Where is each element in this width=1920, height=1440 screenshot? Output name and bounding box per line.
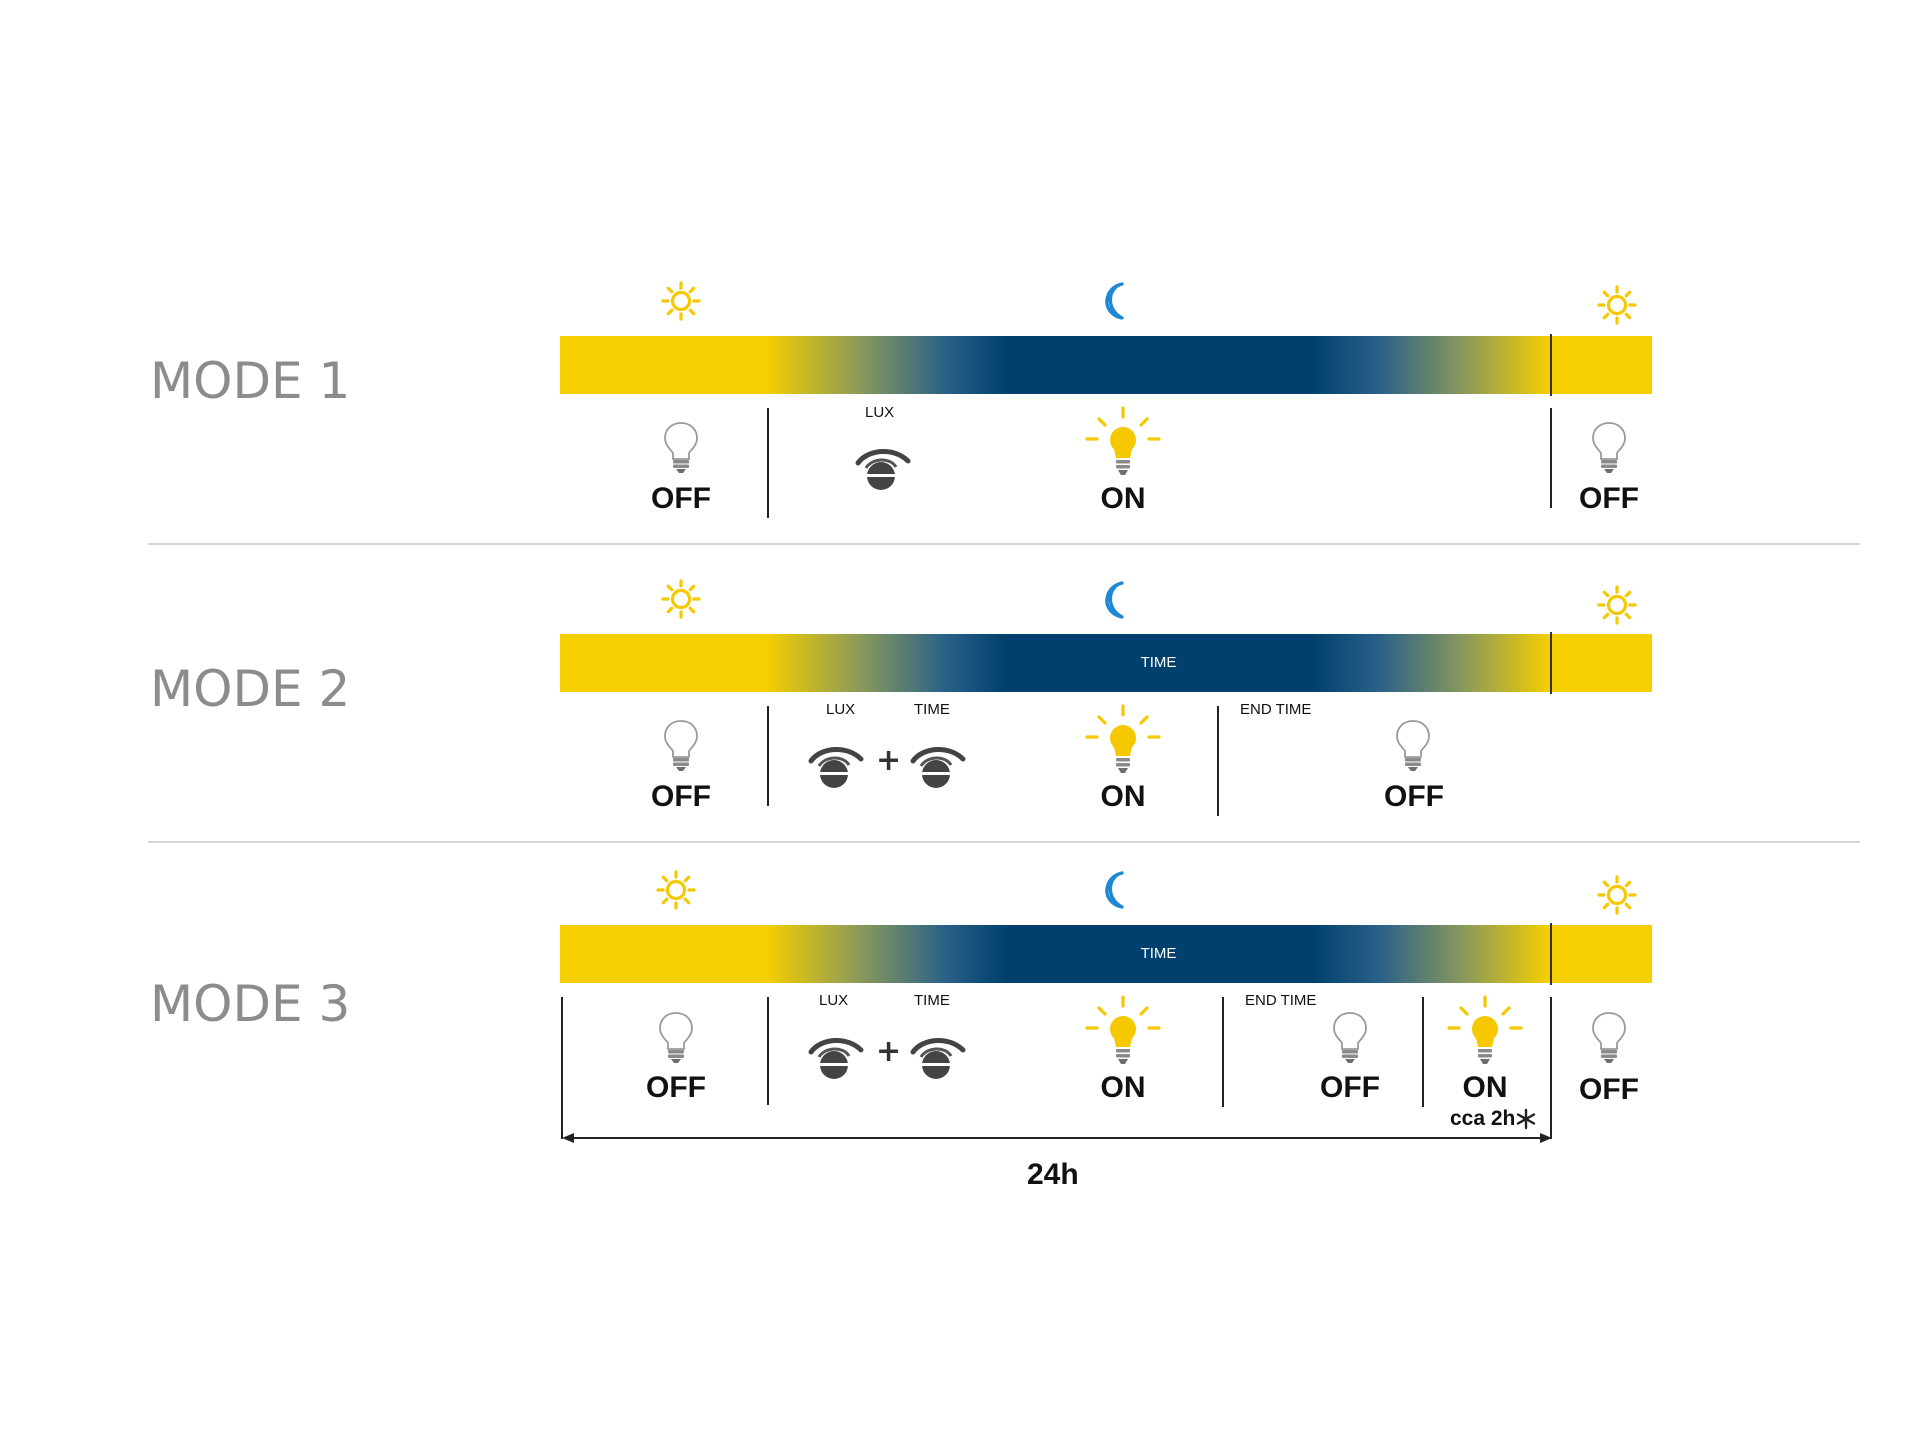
moon-icon — [1100, 281, 1130, 321]
bulb-off-icon — [1589, 420, 1629, 476]
light-sensor-icon — [805, 1032, 865, 1082]
divider — [1550, 408, 1552, 508]
mode-separator — [148, 543, 1860, 545]
state-off: OFF — [1579, 482, 1639, 515]
state-on: ON — [1462, 1071, 1508, 1104]
state-off: OFF — [651, 482, 711, 515]
end-time-label: END TIME — [1245, 992, 1317, 1009]
time-label: TIME — [914, 701, 950, 718]
sun-icon — [1597, 875, 1637, 915]
total-duration-label: 24h — [1027, 1158, 1079, 1191]
day-night-bar: TIME — [560, 923, 1652, 985]
state-off: OFF — [651, 780, 711, 813]
sun-icon — [1597, 585, 1637, 625]
asterisk-icon — [1516, 1108, 1536, 1130]
lux-label: LUX — [826, 701, 856, 718]
lux-label: LUX — [865, 404, 895, 421]
state-off: OFF — [1320, 1071, 1380, 1104]
divider — [1222, 997, 1224, 1107]
sun-icon — [1597, 285, 1637, 325]
state-on: ON — [1100, 1071, 1146, 1104]
duration-note: cca 2h — [1450, 1107, 1516, 1130]
end-time-label: END TIME — [1240, 701, 1312, 718]
divider — [561, 997, 563, 1139]
plus-sign: + — [876, 743, 902, 778]
divider — [1422, 997, 1424, 1107]
bulb-off-icon — [656, 1010, 696, 1066]
bulb-off-icon — [1393, 718, 1433, 774]
divider — [767, 408, 769, 518]
state-on: ON — [1100, 482, 1146, 515]
state-off: OFF — [1579, 1073, 1639, 1106]
bulb-off-icon — [661, 718, 701, 774]
bulb-off-icon — [661, 420, 701, 476]
bulb-on-icon — [1445, 994, 1525, 1074]
mode-1-label: MODE 1 — [150, 352, 351, 410]
bulb-off-icon — [1330, 1010, 1370, 1066]
light-sensor-icon — [852, 443, 912, 493]
sun-icon — [656, 870, 696, 910]
state-on: ON — [1100, 780, 1146, 813]
day-night-bar — [560, 334, 1652, 396]
day-night-bar: TIME — [560, 632, 1652, 694]
bulb-on-icon — [1083, 703, 1163, 783]
state-off: OFF — [646, 1071, 706, 1104]
moon-icon — [1100, 580, 1130, 620]
light-sensor-icon — [805, 741, 865, 791]
sunrise-marker — [1550, 632, 1552, 694]
state-off: OFF — [1384, 780, 1444, 813]
bar-time-label: TIME — [1140, 945, 1177, 962]
duration-arrow — [562, 1133, 1552, 1143]
timer-sensor-icon — [907, 1032, 967, 1082]
mode-3-label: MODE 3 — [150, 975, 351, 1033]
divider — [1550, 997, 1552, 1139]
bar-time-label: TIME — [1140, 654, 1177, 671]
plus-sign: + — [876, 1034, 902, 1069]
mode-separator — [148, 841, 1860, 843]
lux-label: LUX — [819, 992, 849, 1009]
timer-sensor-icon — [907, 741, 967, 791]
divider — [1217, 706, 1219, 816]
divider — [767, 997, 769, 1105]
mode-2-label: MODE 2 — [150, 660, 351, 718]
sunrise-marker — [1550, 923, 1552, 985]
time-label: TIME — [914, 992, 950, 1009]
sunrise-marker — [1550, 334, 1552, 396]
bulb-off-icon — [1589, 1010, 1629, 1066]
bulb-on-icon — [1083, 994, 1163, 1074]
divider — [767, 706, 769, 806]
bulb-on-icon — [1083, 405, 1163, 485]
sun-icon — [661, 579, 701, 619]
sun-icon — [661, 281, 701, 321]
moon-icon — [1100, 870, 1130, 910]
